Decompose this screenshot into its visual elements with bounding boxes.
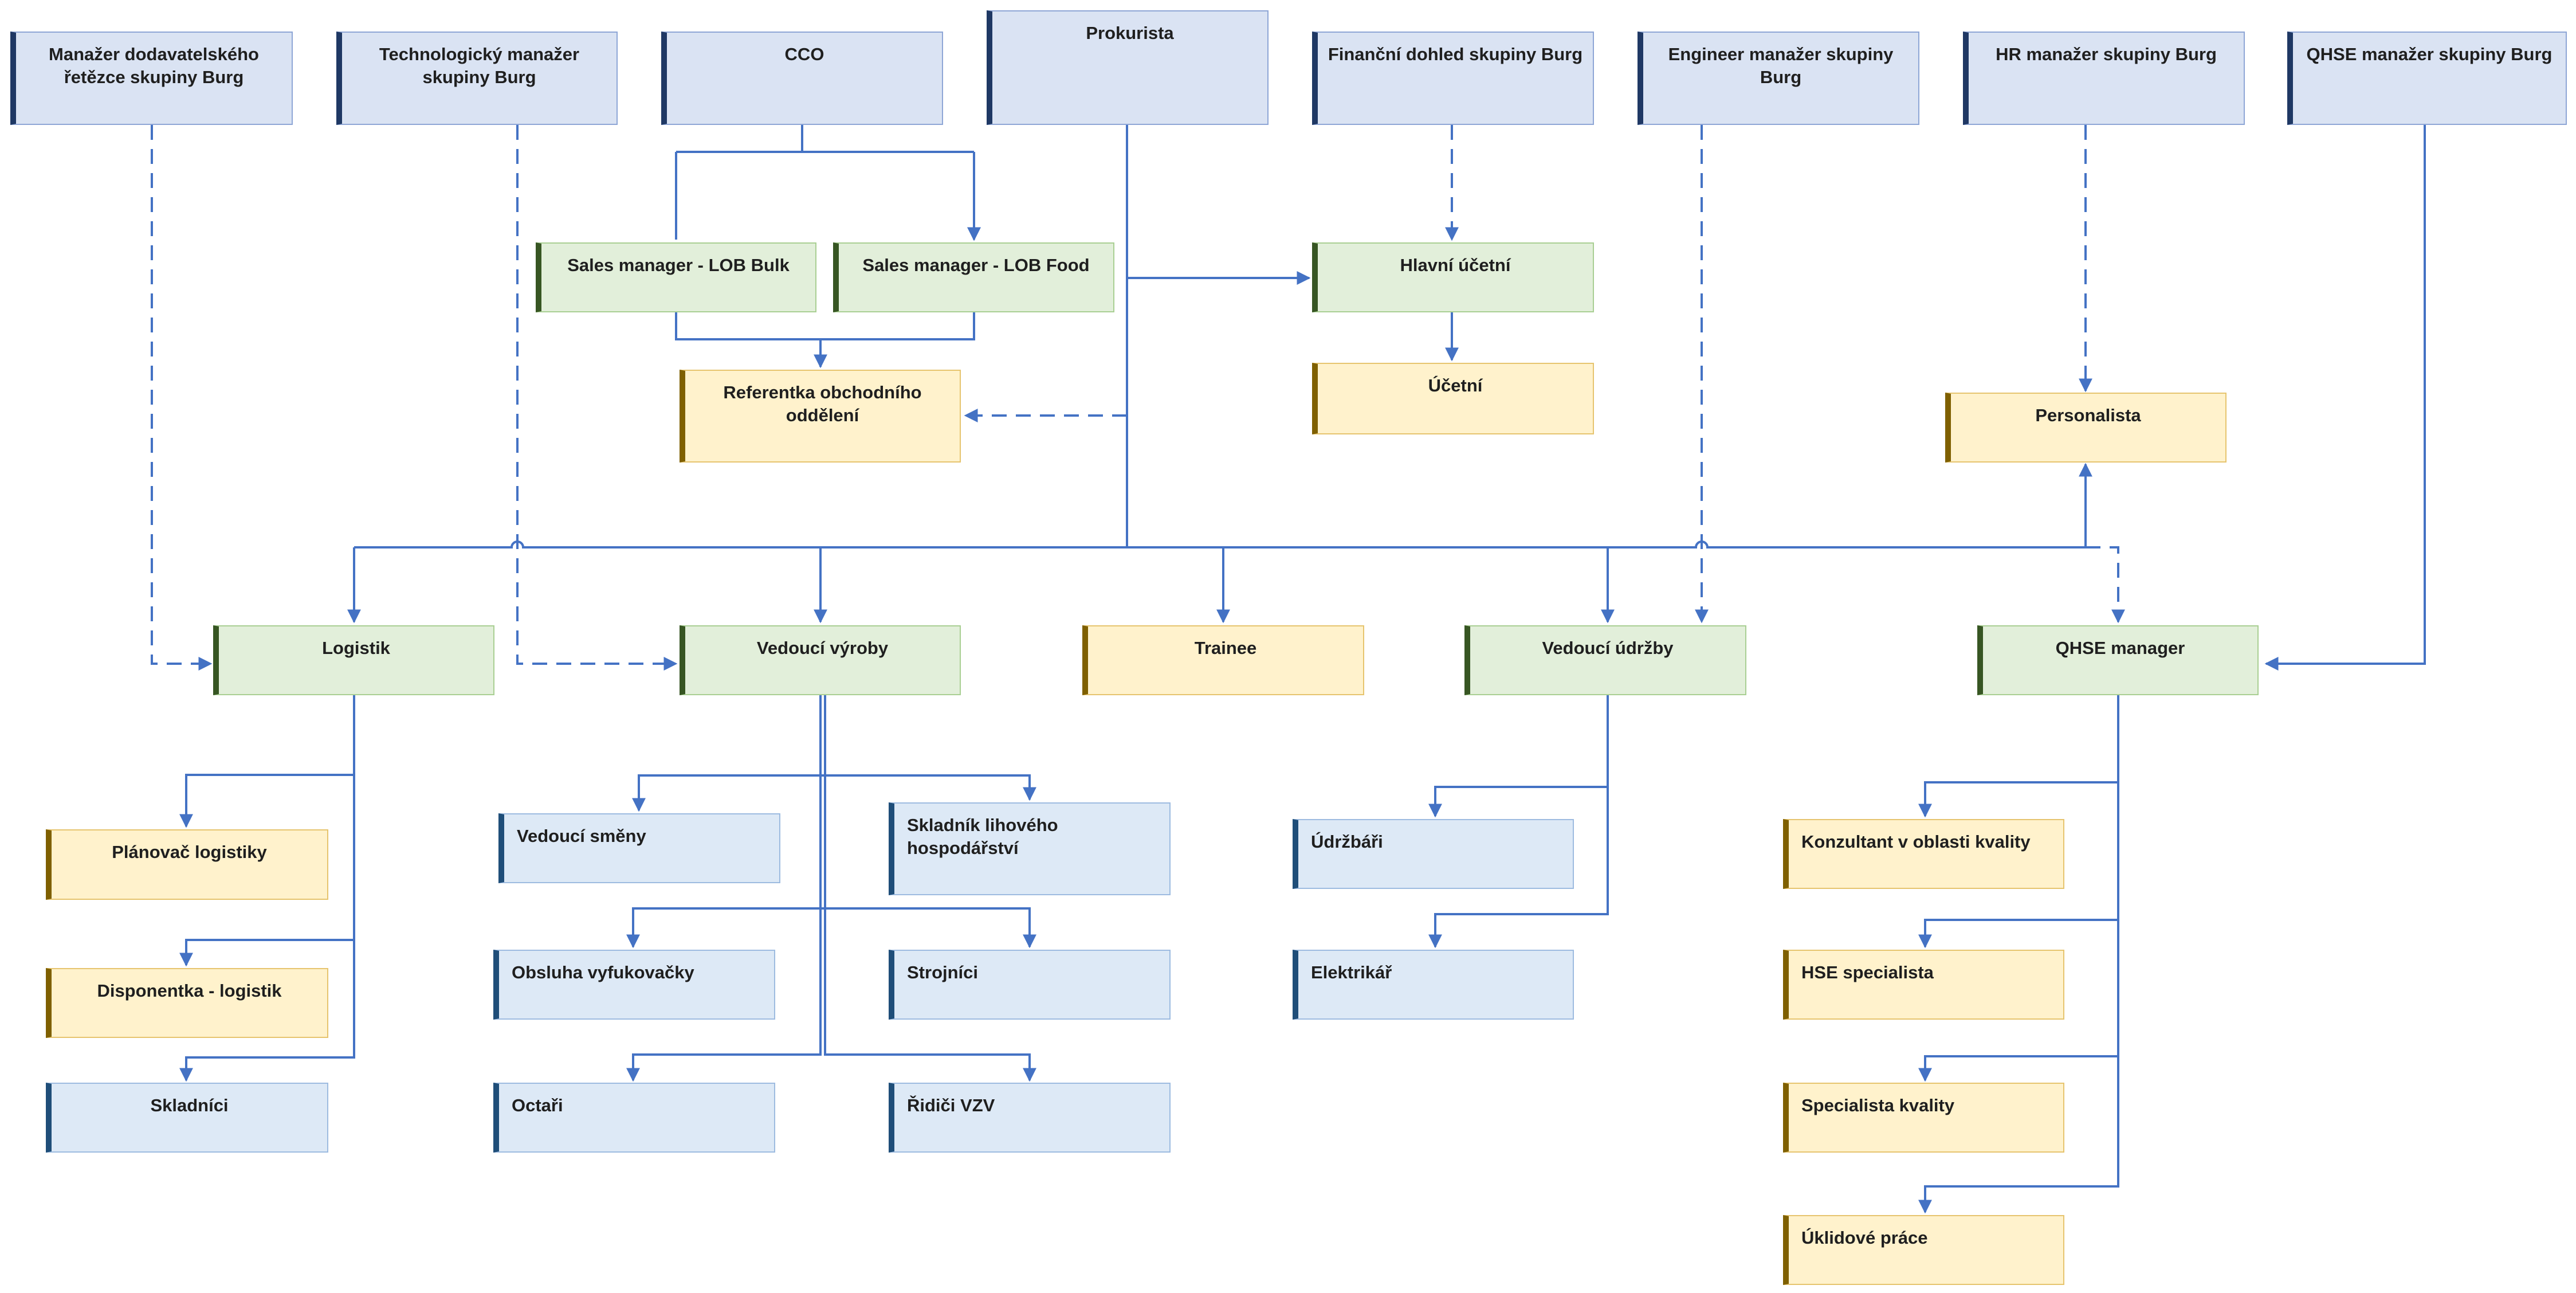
node-label: Specialista kvality [1801,1095,1955,1115]
node-electrician[interactable]: Elektrikář [1293,950,1574,1020]
node-hr-manager[interactable]: HR manažer skupiny Burg [1963,32,2245,125]
node-vinegar-makers[interactable]: Octaři [493,1083,775,1153]
dashed-qhse-bus [2086,546,2125,624]
dashed-supply-logistik [151,125,213,671]
node-machinists[interactable]: Strojníci [889,950,1171,1020]
node-label: Konzultant v oblasti kvality [1801,832,2031,852]
node-label: QHSE manager [2055,638,2185,658]
node-label: Skladníci [150,1095,229,1115]
node-label: Technologický manažer skupiny Burg [379,44,580,87]
connector-vyroba-tree [632,695,1031,1080]
node-label: Prokurista [1086,23,1174,43]
node-label: Disponentka - logistik [97,981,282,1001]
node-label: Účetní [1428,375,1483,395]
node-label: Vedoucí údržby [1542,638,1674,658]
node-engineer-manager[interactable]: Engineer manažer skupiny Burg [1638,32,1919,125]
node-label: Údržbáři [1311,832,1383,852]
node-maintainers[interactable]: Údržbáři [1293,819,1574,889]
node-label: Obsluha vyfukovačky [512,962,694,982]
node-label: CCO [784,44,824,64]
connector-sales-referentka [675,312,975,367]
connector-cco-sales [675,125,974,240]
node-shift-lead[interactable]: Vedoucí směny [498,813,780,883]
node-label: Referentka obchodního oddělení [723,382,922,425]
node-label: Hlavní účetní [1400,255,1511,275]
node-hr-specialist[interactable]: Personalista [1945,393,2226,463]
node-supply-chain-manager[interactable]: Manažer dodavatelského řetězce skupiny B… [10,32,293,125]
node-label: Strojníci [907,962,979,982]
node-maintenance-head[interactable]: Vedoucí údržby [1464,625,1746,695]
node-label: HR manažer skupiny Burg [1996,44,2217,64]
node-sales-assistant[interactable]: Referentka obchodního oddělení [680,370,961,463]
node-prokurista[interactable]: Prokurista [987,10,1269,125]
node-label: Plánovač logistiky [112,842,267,862]
node-label: Manažer dodavatelského řetězce skupiny B… [49,44,259,87]
node-technology-manager[interactable]: Technologický manažer skupiny Burg [336,32,618,125]
node-chief-accountant[interactable]: Hlavní účetní [1312,242,1594,312]
node-label: Sales manager - LOB Food [862,255,1090,275]
node-qhse-manager[interactable]: QHSE manager [1977,625,2259,695]
node-label: Personalista [2035,405,2141,425]
node-label: Logistik [322,638,390,658]
node-label: Vedoucí směny [517,826,646,846]
node-label: Finanční dohled skupiny Burg [1328,44,1583,64]
node-label: Engineer manažer skupiny Burg [1668,44,1894,87]
node-label: Octaři [512,1095,563,1115]
node-hse-specialist[interactable]: HSE specialista [1783,950,2064,1020]
connector-qhse-group [2264,125,2426,671]
node-label: Skladník lihového hospodářství [907,815,1058,858]
node-label: Trainee [1194,638,1257,658]
connector-qhse-tree [1924,695,2119,1211]
node-label: Elektrikář [1311,962,1392,982]
node-quality-specialist[interactable]: Specialista kvality [1783,1083,2064,1153]
node-logistics-dispatcher[interactable]: Disponentka - logistik [46,968,328,1038]
node-label: QHSE manažer skupiny Burg [2306,44,2553,64]
node-logistics[interactable]: Logistik [213,625,494,695]
node-sales-bulk[interactable]: Sales manager - LOB Bulk [536,242,816,312]
node-blow-molder[interactable]: Obsluha vyfukovačky [493,950,775,1020]
node-sales-food[interactable]: Sales manager - LOB Food [833,242,1114,312]
connector-bus-left [354,540,2086,548]
node-logistics-planner[interactable]: Plánovač logistiky [46,829,328,900]
node-warehouse-workers[interactable]: Skladníci [46,1083,328,1153]
node-label: Vedoucí výroby [756,638,889,658]
node-financial-supervision[interactable]: Finanční dohled skupiny Burg [1312,32,1594,125]
node-qhse-group-manager[interactable]: QHSE manažer skupiny Burg [2287,32,2567,125]
node-trainee[interactable]: Trainee [1082,625,1364,695]
node-spirits-storekeeper[interactable]: Skladník lihového hospodářství [889,802,1171,895]
node-label: HSE specialista [1801,962,1934,982]
node-label: Sales manager - LOB Bulk [567,255,790,275]
node-accountant[interactable]: Účetní [1312,363,1594,434]
dashed-tech-vyroba [516,125,678,671]
node-label: Úklidové práce [1801,1228,1928,1248]
node-cleaning[interactable]: Úklidové práce [1783,1215,2064,1285]
node-cco[interactable]: CCO [661,32,943,125]
node-forklift-drivers[interactable]: Řidiči VZV [889,1083,1171,1153]
node-label: Řidiči VZV [907,1095,995,1115]
node-production-head[interactable]: Vedoucí výroby [680,625,961,695]
node-quality-consultant[interactable]: Konzultant v oblasti kvality [1783,819,2064,889]
